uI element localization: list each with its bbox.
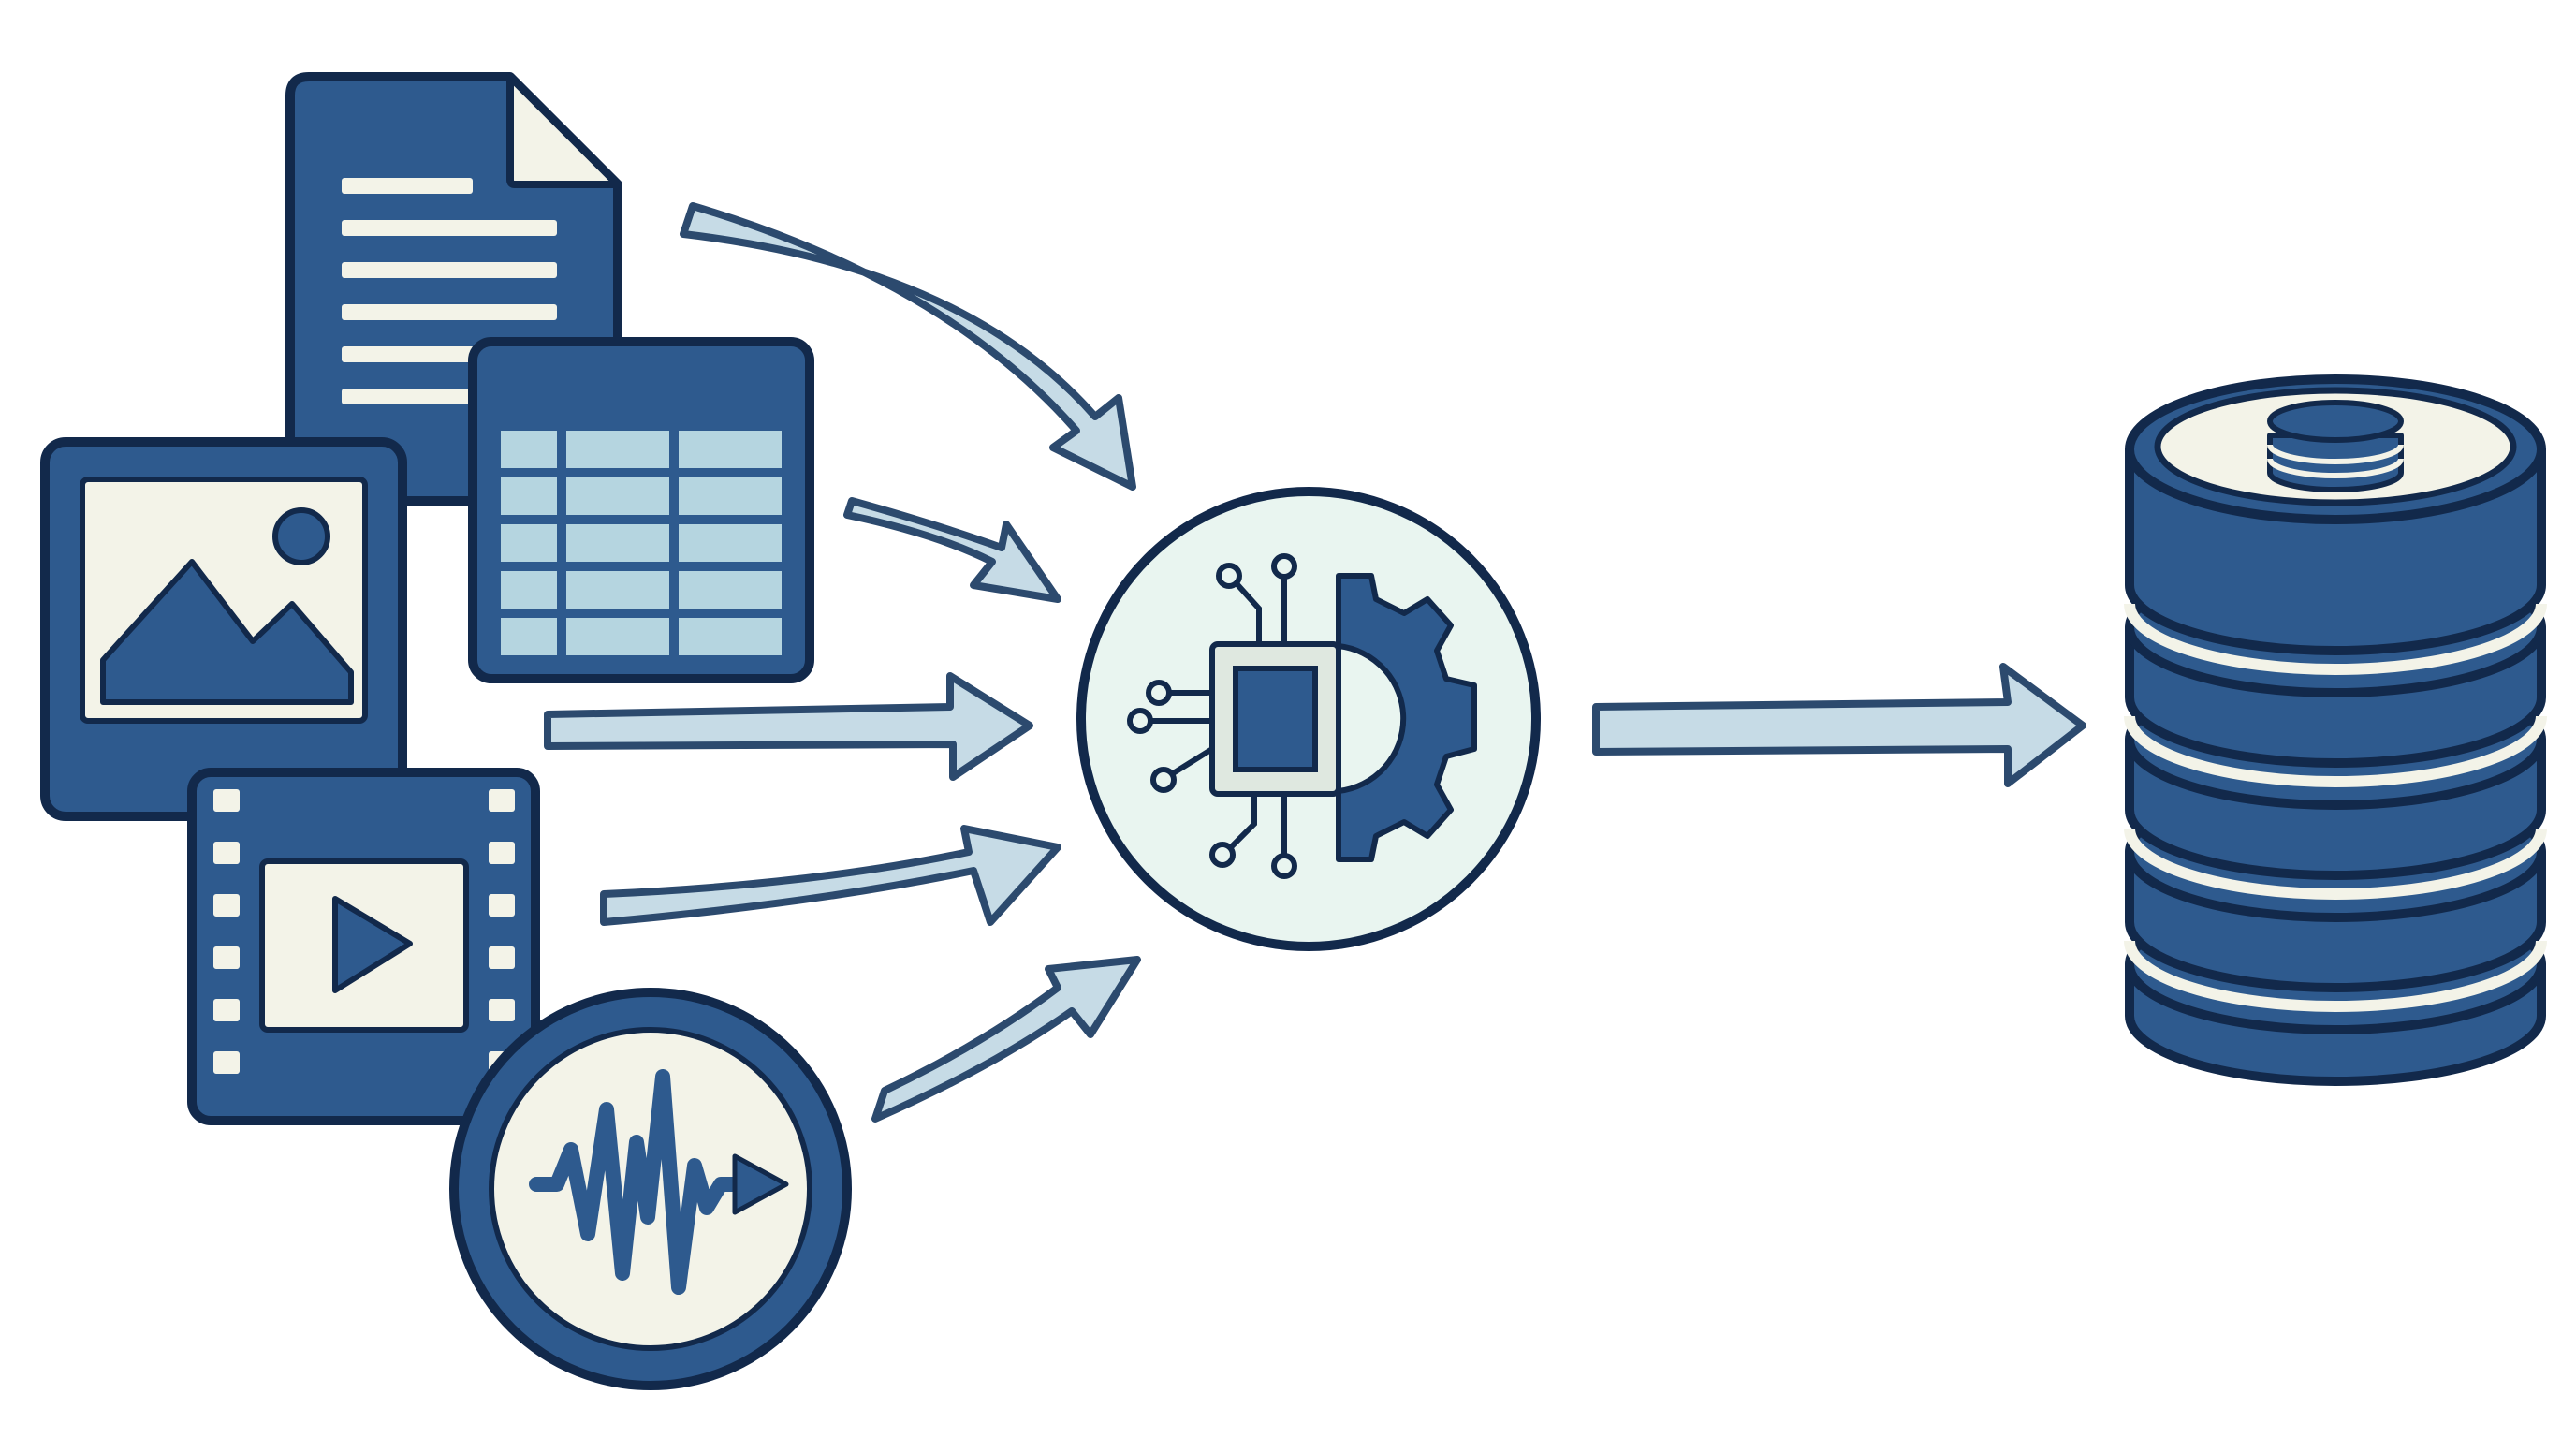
arrow-video-to-processor (600, 825, 1061, 926)
gear-core (1336, 642, 1407, 795)
image-icon (40, 437, 407, 821)
play-icon (332, 896, 413, 993)
arrow-spreadsheet-to-processor (843, 497, 1061, 603)
database-icon (2124, 374, 2547, 1086)
chip-core (1233, 666, 1318, 772)
database-emblem-icon (2267, 400, 2404, 492)
ai-chip-gear-icon (1076, 487, 1541, 951)
document-fold (506, 73, 622, 188)
flow-arrows (544, 202, 2086, 1123)
audio-waveform-icon (449, 988, 852, 1390)
circuit-traces (1144, 570, 1287, 862)
audio-arrow-head (732, 1153, 789, 1215)
arrow-processor-to-database (1592, 663, 2086, 787)
spreadsheet-icon (468, 337, 814, 683)
spreadsheet-cells (501, 431, 782, 655)
gear-icon (1336, 573, 1477, 862)
circuit-nodes (1127, 553, 1297, 879)
image-sun (272, 507, 330, 565)
arrow-document-to-processor (680, 202, 1136, 491)
arrow-image-to-processor (544, 672, 1033, 781)
arrow-audio-to-processor (871, 956, 1141, 1123)
image-mountains (100, 559, 354, 705)
audio-waveform (529, 1069, 747, 1295)
film-holes (213, 789, 515, 1074)
video-icon (187, 768, 540, 1125)
